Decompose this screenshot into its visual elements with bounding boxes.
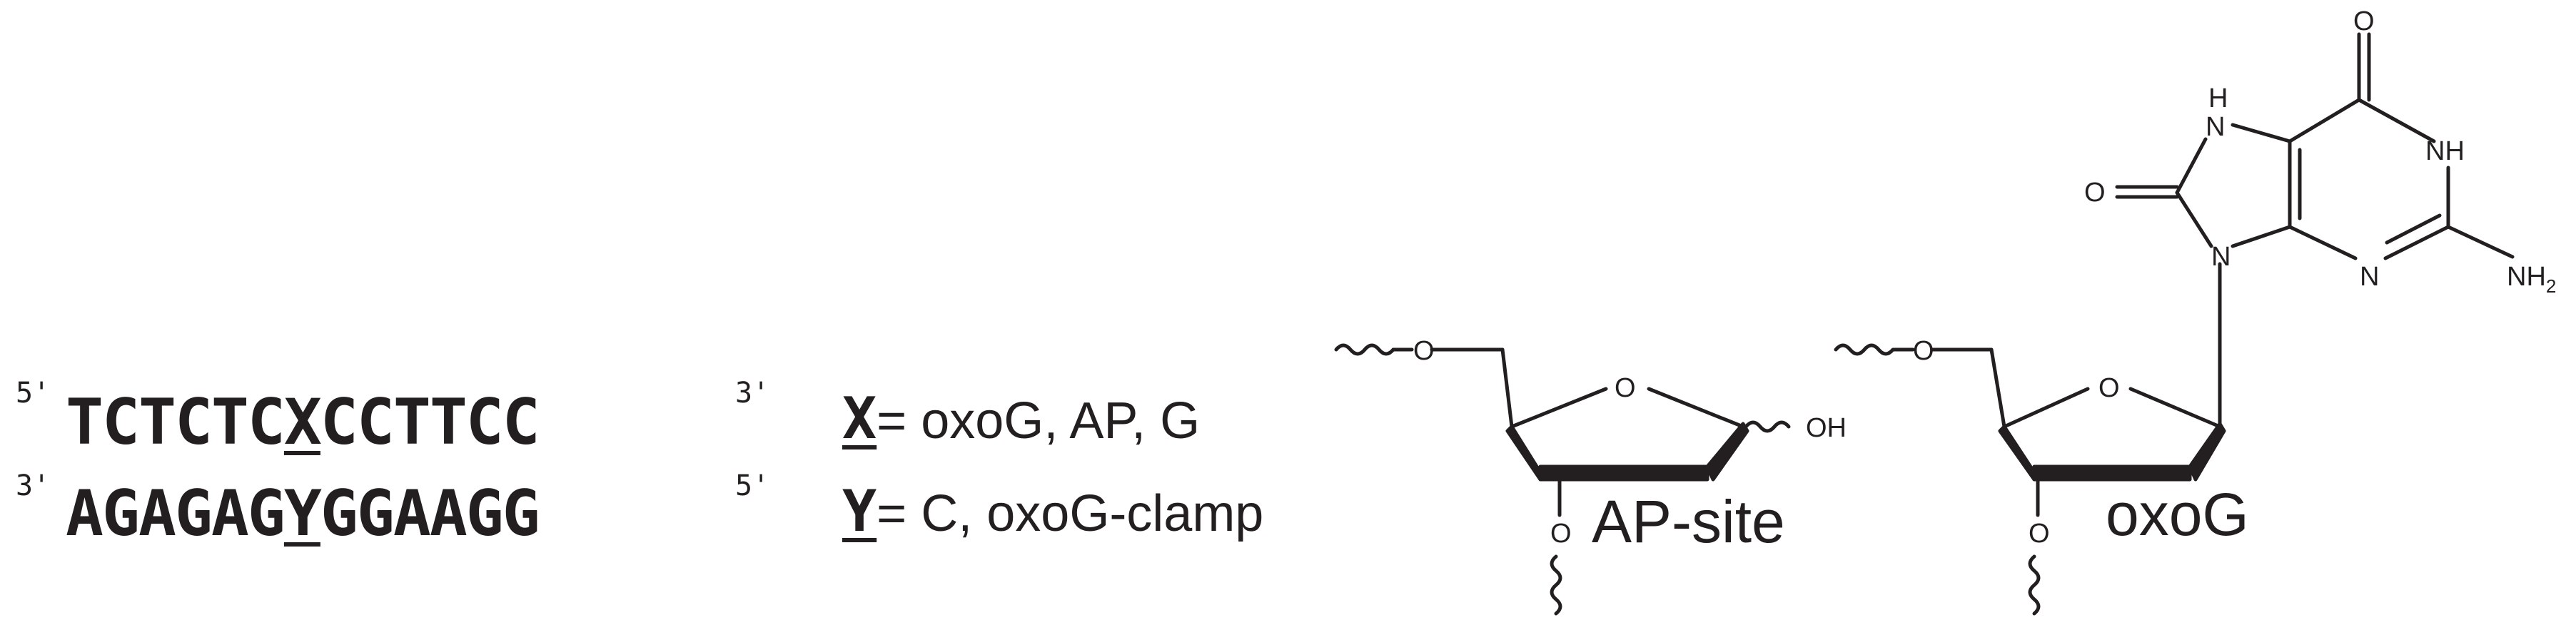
oxog-n1h-label: NH [2425, 136, 2465, 166]
top-strand-3prime: 3' [735, 377, 770, 410]
bottom-strand-sequence: AGAGAGYGGAAGG [66, 477, 540, 550]
oxog-n9-label: N [2211, 242, 2231, 272]
oxog-label: oxoG [2106, 481, 2249, 548]
bottom-strand-5prime: 5' [735, 469, 770, 502]
oxog-n7-h-label: H [2208, 83, 2228, 113]
oxog-o8-label: O [2084, 178, 2106, 208]
oxog-structure [1834, 32, 2515, 616]
top-strand-sequence: TCTCTCXCCTTCC [66, 385, 540, 459]
ap-site-wavy-3prime [1550, 554, 1562, 616]
oxog-o6-label: O [2353, 6, 2375, 36]
oxog-n3-label: N [2360, 262, 2379, 292]
ap-site-wavy-oh [1744, 420, 1791, 433]
legend-x-text: = oxoG, AP, G [877, 392, 1201, 449]
ap-site-o5-label: O [1413, 336, 1435, 366]
ap-site-o3-label: O [1550, 519, 1572, 549]
ap-site-wavy-5prime [1334, 343, 1395, 356]
ap-site-structure [1334, 343, 1791, 616]
oxog-o3-label: O [2029, 519, 2050, 549]
legend-y: Y= C, oxoG-clamp [842, 478, 1263, 544]
oxog-wavy-3prime [2028, 554, 2041, 616]
ap-site-label: AP-site [1592, 488, 1785, 555]
legend-x: X= oxoG, AP, G [842, 385, 1200, 452]
oxog-n7-label: N [2206, 112, 2225, 142]
legend-x-symbol: X [842, 385, 877, 452]
oxog-wavy-5prime [1834, 343, 1895, 356]
legend-y-symbol: Y [842, 478, 877, 544]
bottom-strand-3prime: 3' [16, 469, 51, 502]
bottom-strand-variable-y: Y [283, 477, 322, 550]
oxog-nh2-label: NH2 [2507, 262, 2556, 297]
ap-site-oh-label: OH [1806, 413, 1847, 443]
legend-y-text: = C, oxoG-clamp [877, 485, 1264, 542]
top-strand-variable-x: X [283, 385, 322, 459]
oxog-ring-o-label: O [2098, 373, 2120, 403]
oxog-o5-label: O [1913, 336, 1934, 366]
ap-site-ring-o-label: O [1615, 373, 1636, 403]
top-strand-5prime: 5' [16, 377, 51, 410]
